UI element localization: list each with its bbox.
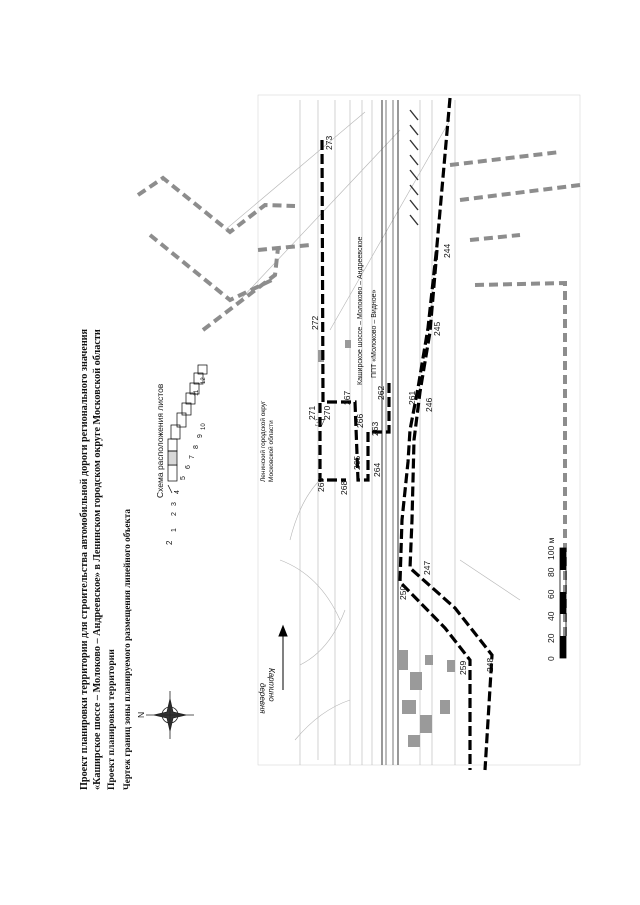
gray-zone-boundaries	[136, 150, 581, 640]
sheet-number-3: 3	[171, 502, 178, 506]
district-label-line-2: Московской области	[268, 420, 275, 482]
point-label: 267	[342, 391, 352, 405]
point-label: 273	[324, 136, 334, 150]
sheet-number-6: 6	[185, 465, 192, 469]
point-label: 268	[339, 481, 349, 495]
district-label-line-1: Ленинский городской округ	[260, 400, 267, 482]
sheet-number-7: 7	[189, 455, 196, 459]
point-label: 266	[355, 414, 365, 428]
point-label: 264	[372, 463, 382, 477]
sheet-number-12: 12	[201, 377, 207, 384]
sheet-layout-title: Схема расположения листов	[155, 383, 165, 498]
road-label-main: Каширское шоссе – Молоково – Андреевское	[357, 236, 364, 385]
scale-tick: 0	[546, 656, 556, 661]
village-label-line-2: Картино	[267, 668, 276, 702]
point-label: 248	[485, 658, 495, 672]
current-sheet-label: 2	[165, 540, 174, 545]
road-label-ppt: ППТ «Молоково – Видное»	[371, 289, 378, 378]
sheet-number-1: 1	[171, 528, 178, 532]
village-arrow-icon	[278, 624, 288, 690]
point-label: 250	[398, 586, 408, 600]
hatched-strip	[409, 109, 419, 226]
point-label: 246	[424, 398, 434, 412]
sheet-number-2: 2	[171, 512, 178, 516]
point-label: 265	[352, 456, 362, 470]
sheet-number-10: 10	[201, 423, 207, 430]
point-label: 245	[432, 322, 442, 336]
compass-rose-icon	[146, 691, 194, 739]
point-label: 270	[322, 406, 332, 420]
scale-tick: 40	[546, 611, 556, 621]
point-labels: 248 259 250 247 246 268 269 264 265 263 …	[307, 136, 495, 675]
scale-tick: 60	[546, 589, 556, 599]
north-label: N	[136, 712, 146, 718]
planned-zone-boundary	[318, 97, 494, 771]
scale-bar-labels: 0 20 40 60 80 100 м	[546, 537, 556, 661]
point-label: 269	[316, 478, 326, 492]
point-label: 263	[370, 422, 380, 436]
sheet-number-8: 8	[193, 445, 200, 449]
sheet-number-9: 9	[197, 434, 204, 438]
scale-tick: 100 м	[546, 537, 556, 560]
sheet-layout-diagram	[167, 364, 208, 494]
point-label: 244	[442, 244, 452, 258]
map-frame	[257, 94, 581, 766]
sheet-number-11: 11	[194, 389, 200, 396]
sheet-number-5: 5	[180, 476, 187, 480]
point-label: 272	[310, 316, 320, 330]
scale-tick: 80	[546, 567, 556, 577]
point-label: 261	[407, 391, 417, 405]
scale-tick: 20	[546, 633, 556, 643]
base-map-linework	[224, 100, 521, 765]
point-label: 271	[307, 406, 317, 420]
point-label: 262	[376, 386, 386, 400]
village-label-line-1: деревня	[258, 683, 267, 714]
sheet-number-4: 4	[174, 490, 181, 494]
scale-bar	[559, 547, 567, 659]
point-label: 259	[458, 661, 468, 675]
point-label: 247	[422, 561, 432, 575]
buildings	[318, 340, 455, 747]
